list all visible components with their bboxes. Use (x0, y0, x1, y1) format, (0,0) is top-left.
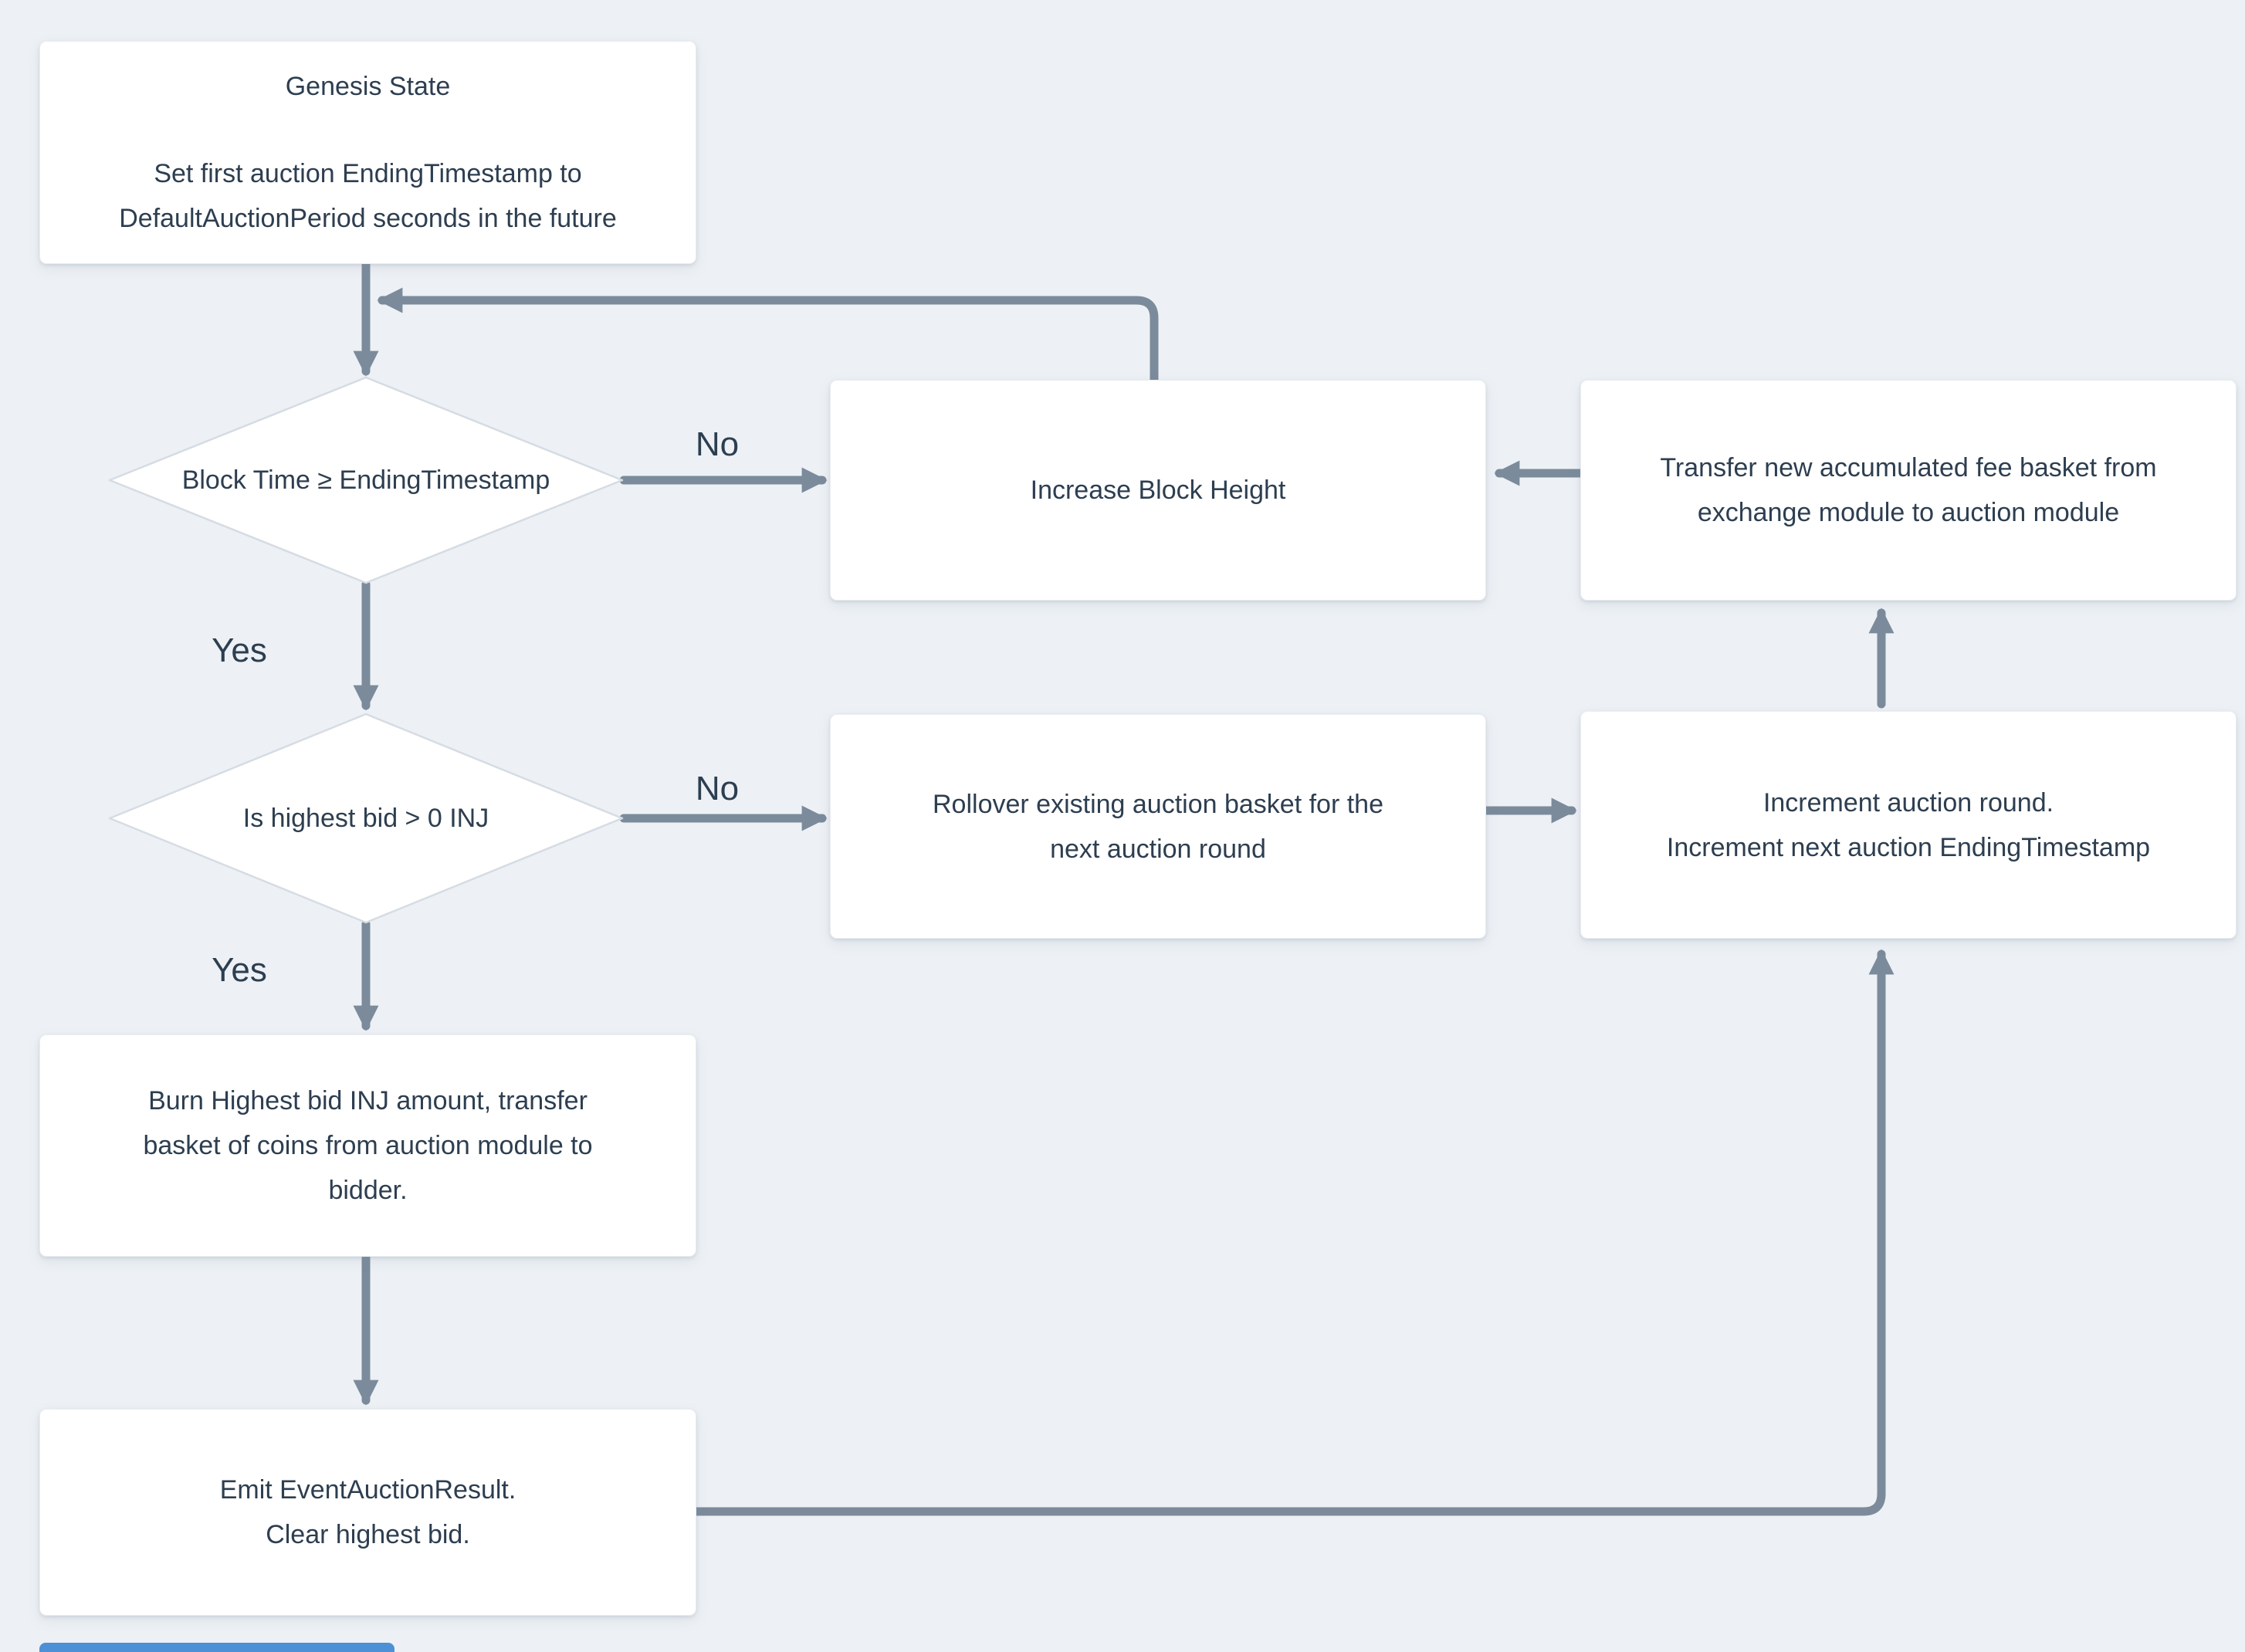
edge-label-yes-1: Yes (212, 631, 267, 669)
rollover-basket-line-1: Rollover existing auction basket for the (933, 789, 1383, 819)
increase-block-height-label: Increase Block Height (1030, 476, 1286, 505)
edge-increase-loop-to-blocktime-check (377, 287, 1159, 384)
genesis-line-1: Set first auction EndingTimestamp to (154, 159, 582, 188)
flowchart-node-transfer-fee-basket: Transfer new accumulated fee basket from… (1580, 380, 2237, 601)
burn-bid-line-2: basket of coins from auction module to (143, 1131, 593, 1160)
decision-diamond-blocktime (108, 376, 624, 584)
flowchart-node-rollover-basket: Rollover existing auction basket for the… (830, 714, 1486, 939)
transfer-fee-basket-line-1: Transfer new accumulated fee basket from (1660, 453, 2157, 482)
burn-bid-line-3: bidder. (328, 1176, 408, 1205)
partially-visible-blue-element (39, 1643, 394, 1652)
edge-label-no-2: No (695, 770, 740, 807)
edge-label-yes-2: Yes (212, 951, 267, 989)
decision-highest-bid-label: Is highest bid > 0 INJ (242, 804, 489, 833)
flowchart-node-genesis: Genesis State Set first auction EndingTi… (39, 41, 696, 264)
edge-emit-to-increment (692, 949, 1895, 1516)
decision-blocktime-label: Block Time ≥ EndingTimestamp (181, 465, 550, 495)
increment-round-line-1: Increment auction round. (1762, 787, 2054, 818)
emit-event-line-2: Clear highest bid. (266, 1520, 470, 1549)
burn-bid-line-1: Burn Highest bid INJ amount, transfer (148, 1086, 587, 1115)
flowchart-node-emit-event: Emit EventAuctionResult. Clear highest b… (39, 1409, 696, 1616)
transfer-fee-basket-line-2: exchange module to auction module (1697, 498, 2120, 527)
flowchart-node-increment-round: Increment auction round. Increment next … (1580, 711, 2237, 939)
genesis-line-2: DefaultAuctionPeriod seconds in the futu… (119, 204, 617, 233)
rollover-basket-line-2: next auction round (1050, 834, 1266, 864)
genesis-title: Genesis State (285, 72, 451, 101)
emit-event-line-1: Emit EventAuctionResult. (219, 1475, 516, 1505)
increment-round-line-2: Increment next auction EndingTimestamp (1666, 832, 2151, 862)
flowchart-node-burn-bid: Burn Highest bid INJ amount, transfer ba… (39, 1034, 696, 1257)
flowchart-node-increase-block-height: Increase Block Height (830, 380, 1486, 601)
decision-diamond-highest-bid (108, 713, 624, 924)
edge-label-no-1: No (695, 425, 740, 463)
